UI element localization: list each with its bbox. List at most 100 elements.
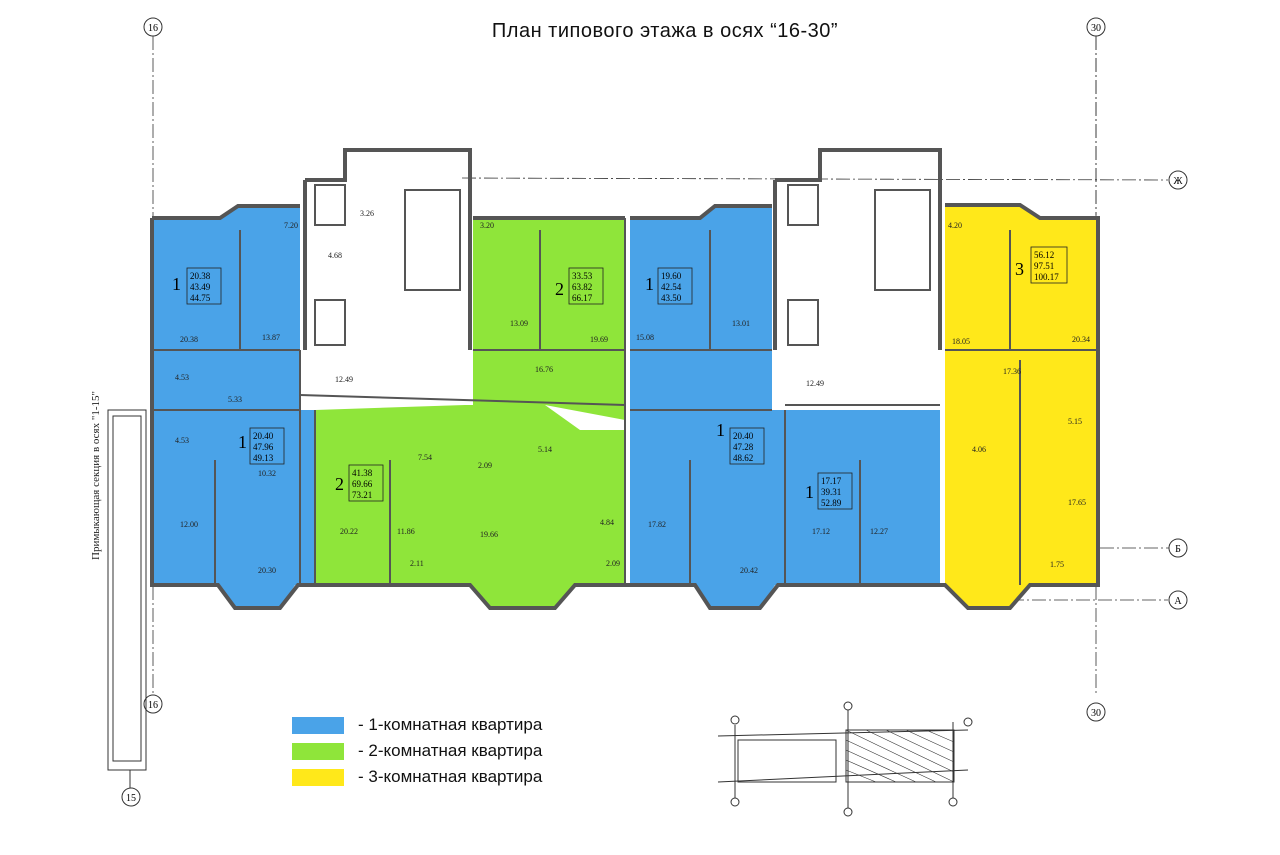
room-label: 20.34 — [1072, 335, 1090, 344]
room-label: 4.53 — [175, 436, 189, 445]
apartment-label-1a: 1 20.38 43.49 44.75 — [172, 267, 222, 305]
svg-text:16: 16 — [148, 700, 158, 711]
svg-text:39.31: 39.31 — [821, 487, 841, 497]
room-label: 20.42 — [740, 566, 758, 575]
room-label: 5.15 — [1068, 417, 1082, 426]
apartment-fill-1g — [630, 410, 785, 608]
apartment-fill-2a — [473, 218, 625, 350]
legend-row-1-room: - 1-комнатная квартира — [292, 712, 542, 738]
apartment-fill-1c — [630, 206, 772, 350]
room-label: 11.86 — [397, 527, 415, 536]
svg-text:30: 30 — [1091, 23, 1101, 34]
svg-text:2: 2 — [555, 279, 564, 299]
axis-marker-16-top: 16 — [143, 17, 163, 37]
svg-text:Ж: Ж — [1174, 176, 1183, 187]
svg-text:33.53: 33.53 — [572, 271, 593, 281]
apartment-label-2a: 2 33.53 63.82 66.17 — [555, 267, 604, 305]
apartment-fill-3 — [945, 205, 1098, 608]
room-label: 7.20 — [284, 221, 298, 230]
key-plan — [717, 701, 973, 817]
svg-text:3: 3 — [1015, 259, 1024, 279]
svg-text:52.89: 52.89 — [821, 498, 842, 508]
room-label: 5.33 — [228, 395, 242, 404]
adjacent-section — [107, 409, 147, 788]
svg-text:97.51: 97.51 — [1034, 261, 1054, 271]
room-label: 4.68 — [328, 251, 342, 260]
apartment-label-1c: 1 19.60 42.54 43.50 — [645, 267, 693, 305]
svg-text:44.75: 44.75 — [190, 293, 211, 303]
svg-text:43.50: 43.50 — [661, 293, 682, 303]
apartment-label-1h: 1 17.17 39.31 52.89 — [805, 472, 853, 510]
svg-text:А: А — [1174, 596, 1182, 607]
svg-text:42.54: 42.54 — [661, 282, 682, 292]
svg-text:41.38: 41.38 — [352, 468, 373, 478]
apartment-fills — [152, 205, 1098, 608]
svg-text:66.17: 66.17 — [572, 293, 593, 303]
svg-text:1: 1 — [172, 274, 181, 294]
svg-text:19.60: 19.60 — [661, 271, 682, 281]
svg-text:63.82: 63.82 — [572, 282, 592, 292]
apartment-fill-2b — [315, 405, 625, 608]
room-label: 2.09 — [606, 559, 620, 568]
room-label: 10.32 — [258, 469, 276, 478]
apartment-label-1e: 1 20.40 47.96 49.13 — [238, 427, 285, 465]
axis-marker-a: А — [1168, 590, 1188, 610]
room-label: 2.09 — [478, 461, 492, 470]
svg-text:20.40: 20.40 — [253, 431, 274, 441]
apartment-fill-1a — [152, 206, 300, 350]
legend-row-3-room: - 3-комнатная квартира — [292, 764, 542, 790]
room-label: 4.53 — [175, 373, 189, 382]
apartment-label-3: 3 56.12 97.51 100.17 — [1015, 246, 1068, 284]
room-label: 17.36 — [1003, 367, 1021, 376]
room-label: 7.54 — [418, 453, 432, 462]
room-label: 16.76 — [535, 365, 553, 374]
room-label: 20.22 — [340, 527, 358, 536]
axis-marker-15: 15 — [121, 787, 141, 807]
svg-text:73.21: 73.21 — [352, 490, 372, 500]
room-label: 3.26 — [360, 209, 374, 218]
svg-text:49.13: 49.13 — [253, 453, 274, 463]
legend-label-1-room: - 1-комнатная квартира — [358, 715, 543, 734]
apartment-label-1g: 1 20.40 47.28 48.62 — [716, 420, 765, 465]
room-label: 19.69 — [590, 335, 608, 344]
svg-text:1: 1 — [645, 274, 654, 294]
room-label: 17.65 — [1068, 498, 1086, 507]
axis-marker-b: Б — [1168, 538, 1188, 558]
plan-title: План типового этажа в осях “16-30” — [491, 20, 839, 42]
svg-text:1: 1 — [238, 432, 247, 452]
legend: - 1-комнатная квартира - 2-комнатная ква… — [292, 712, 542, 790]
apartment-fill-1e — [152, 410, 315, 608]
apartment-label-2b: 2 41.38 69.66 73.21 — [335, 464, 384, 502]
room-label: 15.08 — [636, 333, 654, 342]
svg-text:48.62: 48.62 — [733, 453, 753, 463]
svg-text:100.17: 100.17 — [1034, 272, 1059, 282]
room-label: 17.12 — [812, 527, 830, 536]
room-label: 1.75 — [1050, 560, 1064, 569]
svg-text:Б: Б — [1175, 544, 1181, 555]
axis-marker-zh: Ж — [1168, 170, 1188, 190]
room-label: 12.49 — [335, 375, 353, 384]
room-label: 18.05 — [952, 337, 970, 346]
room-label: 4.20 — [948, 221, 962, 230]
svg-text:69.66: 69.66 — [352, 479, 373, 489]
legend-swatch-3-room — [292, 768, 344, 786]
svg-text:1: 1 — [716, 420, 725, 440]
room-label: 17.82 — [648, 520, 666, 529]
svg-text:47.96: 47.96 — [253, 442, 274, 452]
svg-text:20.40: 20.40 — [733, 431, 754, 441]
room-label: 5.14 — [538, 445, 552, 454]
room-label: 4.06 — [972, 445, 986, 454]
room-label: 20.38 — [180, 335, 198, 344]
room-label: 13.87 — [262, 333, 280, 342]
legend-label-3-room: - 3-комнатная квартира — [358, 767, 543, 786]
svg-text:56.12: 56.12 — [1034, 250, 1054, 260]
svg-text:30: 30 — [1091, 708, 1101, 719]
svg-text:20.38: 20.38 — [190, 271, 211, 281]
room-label: 2.11 — [410, 559, 424, 568]
room-label: 13.01 — [732, 319, 750, 328]
walls — [150, 148, 1100, 610]
legend-swatch-2-room — [292, 742, 344, 760]
legend-label-2-room: - 2-комнатная квартира — [358, 741, 543, 760]
room-label: 13.09 — [510, 319, 528, 328]
